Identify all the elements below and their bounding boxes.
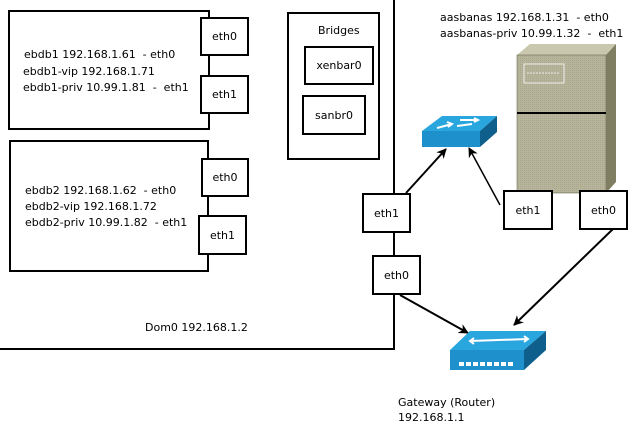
gateway-router[interactable] bbox=[450, 331, 546, 370]
router-ports bbox=[459, 362, 513, 366]
storage-server[interactable] bbox=[516, 44, 616, 194]
vm-ebdb1-nic-eth0[interactable]: eth0 bbox=[200, 17, 249, 56]
vm-ebdb1-nic-eth1[interactable]: eth1 bbox=[200, 75, 249, 114]
link-dom0-eth1-to-switch bbox=[405, 148, 447, 194]
server-front bbox=[516, 54, 607, 194]
vm-ebdb1-info-line: ebdb1 192.168.1.61 - eth0 bbox=[24, 48, 176, 61]
private-switch[interactable] bbox=[422, 116, 497, 147]
router-side bbox=[524, 331, 546, 370]
router-arrows-icon bbox=[468, 335, 530, 345]
server-side bbox=[606, 44, 616, 193]
link-server-eth1-to-switch bbox=[468, 147, 501, 206]
dom0-nic-eth0[interactable]: eth0 bbox=[372, 255, 421, 295]
switch-arrows-icon bbox=[436, 117, 481, 129]
vm-ebdb1-info-line: ebdb1-vip 192.168.1.71 bbox=[23, 65, 155, 78]
bridge-xenbar0[interactable]: xenbar0 bbox=[304, 46, 374, 85]
bridges-title: Bridges bbox=[318, 24, 360, 37]
vm-ebdb2-nic-eth1[interactable]: eth1 bbox=[198, 215, 247, 255]
bridge-sanbr0[interactable]: sanbr0 bbox=[302, 95, 366, 135]
vm-ebdb2-info-line: ebdb2 192.168.1.62 - eth0 bbox=[25, 184, 177, 197]
vm-ebdb2-nic-eth0[interactable]: eth0 bbox=[201, 158, 249, 197]
private-switch-side bbox=[480, 116, 497, 147]
gateway-label-line: Gateway (Router) bbox=[398, 396, 496, 409]
server-drive-bay bbox=[523, 63, 565, 84]
dom0-label: Dom0 192.168.1.2 bbox=[145, 321, 248, 334]
link-server-eth0-to-router bbox=[513, 227, 615, 326]
vm-ebdb1 bbox=[8, 10, 210, 130]
vm-ebdb2-info-line: ebdb2-priv 10.99.1.82 - eth1 bbox=[25, 216, 188, 229]
dom0-nic-eth1[interactable]: eth1 bbox=[362, 193, 411, 233]
storage-server-info-line: aasbanas 192.168.1.31 - eth0 bbox=[440, 11, 609, 24]
vm-ebdb2 bbox=[9, 140, 209, 272]
server-top bbox=[517, 44, 616, 55]
vm-ebdb2-info-line: ebdb2-vip 192.168.1.72 bbox=[25, 200, 157, 213]
router-front bbox=[450, 350, 524, 370]
private-switch-front bbox=[422, 131, 480, 147]
bridges-group bbox=[287, 12, 380, 160]
vm-ebdb1-info-line: ebdb1-priv 10.99.1.81 - eth1 bbox=[23, 81, 189, 94]
link-dom0-eth0-to-router bbox=[399, 294, 469, 334]
gateway-label-line: 192.168.1.1 bbox=[398, 411, 465, 424]
server-nic-eth1[interactable]: eth1 bbox=[503, 190, 553, 230]
server-nic-eth0[interactable]: eth0 bbox=[579, 190, 628, 230]
storage-server-info-line: aasbanas-priv 10.99.1.32 - eth1 bbox=[440, 27, 624, 40]
